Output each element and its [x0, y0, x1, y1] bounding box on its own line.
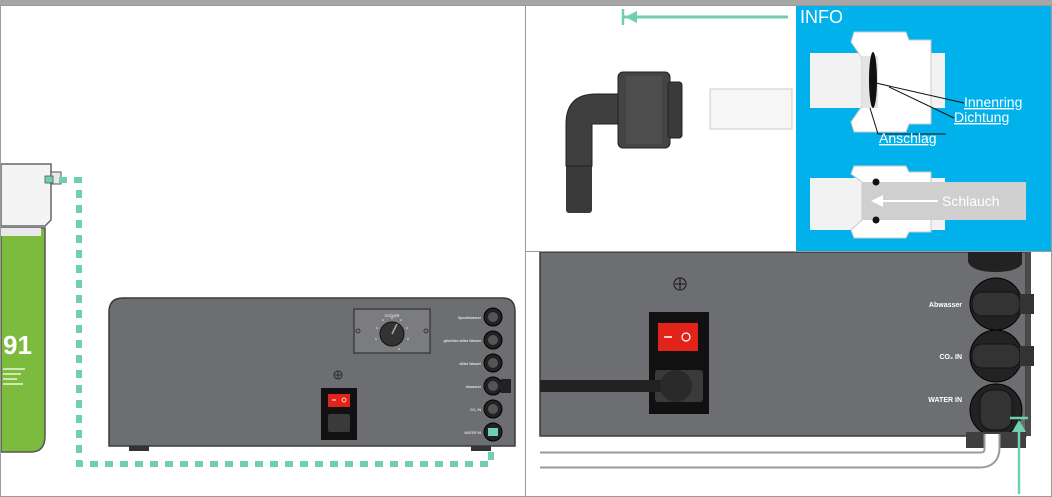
closeup-label-co2: CO₂ IN [939, 354, 962, 361]
connector-diagram: INFO Innenring Dichtung Anschlag Schlauc… [526, 6, 1052, 252]
label-inner-ring: Innenring [964, 94, 1022, 110]
water-filter-cartridge: 91 [1, 164, 61, 452]
port-label-waste: Abwasser [466, 385, 482, 389]
elbow-connector-fitting [566, 72, 682, 213]
label-hose: Schlauch [942, 193, 1000, 209]
connector-info-panel: INFO Innenring Dichtung Anschlag Schlauc… [525, 5, 1052, 252]
port-label-sparkling: Sprudelwasser [458, 316, 482, 320]
label-seal: Dichtung [954, 109, 1009, 125]
port-label-still: stilles Wasser [460, 362, 482, 366]
port-label-chilled-still: gekühltes stilles Wasser [444, 339, 482, 343]
device-closeup-body [540, 252, 1026, 436]
hose-segment [710, 89, 792, 129]
direction-arrow [623, 9, 788, 25]
power-switch [328, 394, 350, 407]
installation-overview-panel: 91 COOLER [0, 5, 526, 497]
label-stop: Anschlag [879, 130, 937, 146]
filter-number-text: 91 [3, 330, 32, 360]
port-closeup-panel: Abwasser CO₂ IN WATER IN [525, 251, 1052, 497]
water-dispenser-unit: COOLER [109, 298, 515, 451]
port-label-co2: CO₂ IN [470, 408, 482, 412]
closeup-label-waste: Abwasser [929, 302, 962, 309]
info-title: INFO [800, 7, 843, 27]
port-label-water-in: WATER IN [464, 431, 481, 435]
closeup-label-water-in: WATER IN [928, 397, 962, 404]
port-closeup-diagram: Abwasser CO₂ IN WATER IN [526, 252, 1052, 497]
installation-diagram: 91 COOLER [1, 6, 526, 497]
